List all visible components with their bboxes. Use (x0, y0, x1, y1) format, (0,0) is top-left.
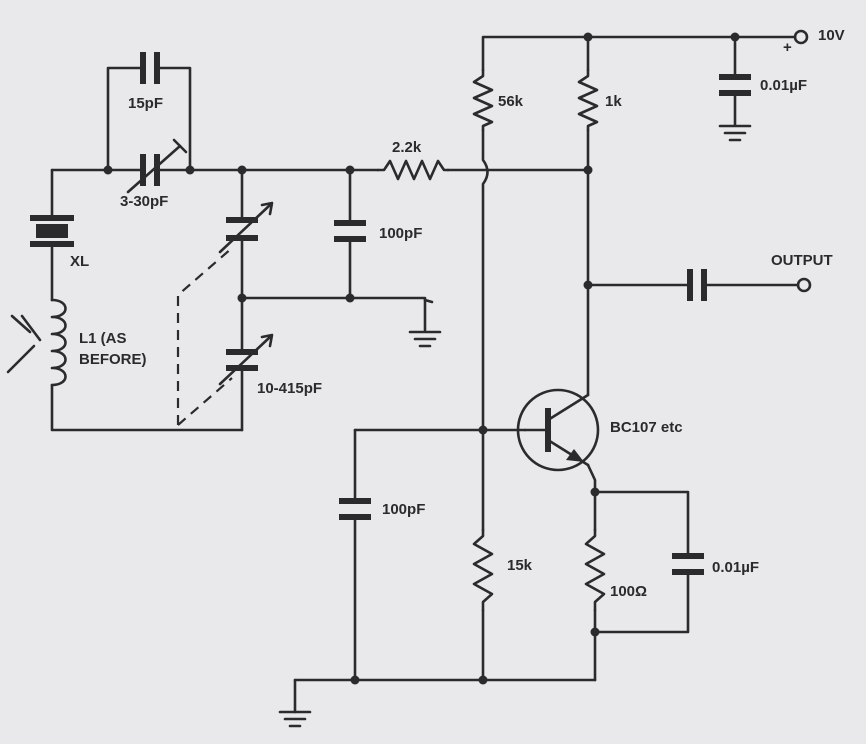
capacitor-emitter-bypass (672, 553, 704, 575)
coil-label-line2: BEFORE) (79, 351, 147, 368)
resistor-1k-label: 1k (605, 93, 622, 110)
capacitor-100pf-top (334, 220, 366, 242)
capacitor-variable-label: 10-415pF (257, 380, 322, 397)
gang-link (176, 247, 233, 425)
coil-label-line1: L1 (AS (79, 330, 127, 347)
capacitor-variable-upper (218, 201, 274, 254)
resistor-2k2 (376, 159, 450, 181)
coil-l1 (6, 298, 67, 387)
resistor-100-label: 100Ω (610, 583, 647, 600)
crystal-xl (30, 215, 74, 247)
supply-terminal (793, 29, 809, 45)
wires (50, 35, 800, 714)
ground-supply (718, 124, 752, 142)
gang-link-lower (177, 377, 233, 426)
capacitor-trimmer-label: 3-30pF (120, 193, 168, 210)
capacitor-100pf-bottom (339, 498, 371, 520)
transistor-label: BC107 etc (610, 419, 683, 436)
capacitor-15pf (140, 52, 160, 84)
resistor-15k (472, 528, 494, 612)
resistor-56k-label: 56k (498, 93, 524, 110)
capacitor-variable-lower (218, 333, 274, 386)
junctions (103, 32, 740, 685)
ground-bottom (278, 710, 312, 728)
crystal-label: XL (70, 253, 89, 270)
capacitor-100pf-top-label: 100pF (379, 225, 422, 242)
resistor-1k (577, 68, 599, 132)
capacitor-output-coupling (687, 269, 707, 301)
resistor-56k (472, 68, 494, 132)
capacitor-emitter-label: 0.01µF (712, 559, 759, 576)
capacitor-100pf-bottom-label: 100pF (382, 501, 425, 518)
output-label: OUTPUT (771, 252, 833, 269)
resistor-100-ohm (584, 528, 606, 612)
supply-polarity-label: + (783, 39, 792, 56)
capacitor-supply-decoupling (719, 74, 751, 96)
capacitor-supply-label: 0.01µF (760, 77, 807, 94)
transistor-bc107 (516, 388, 600, 472)
capacitor-15pf-label: 15pF (128, 95, 163, 112)
output-terminal (796, 277, 812, 293)
ground-middle (408, 298, 442, 348)
resistor-15k-label: 15k (507, 557, 533, 574)
capacitor-3-30pf-trimmer (126, 138, 188, 194)
supply-voltage-label: 10V (818, 27, 845, 44)
resistor-2k2-label: 2.2k (392, 139, 422, 156)
